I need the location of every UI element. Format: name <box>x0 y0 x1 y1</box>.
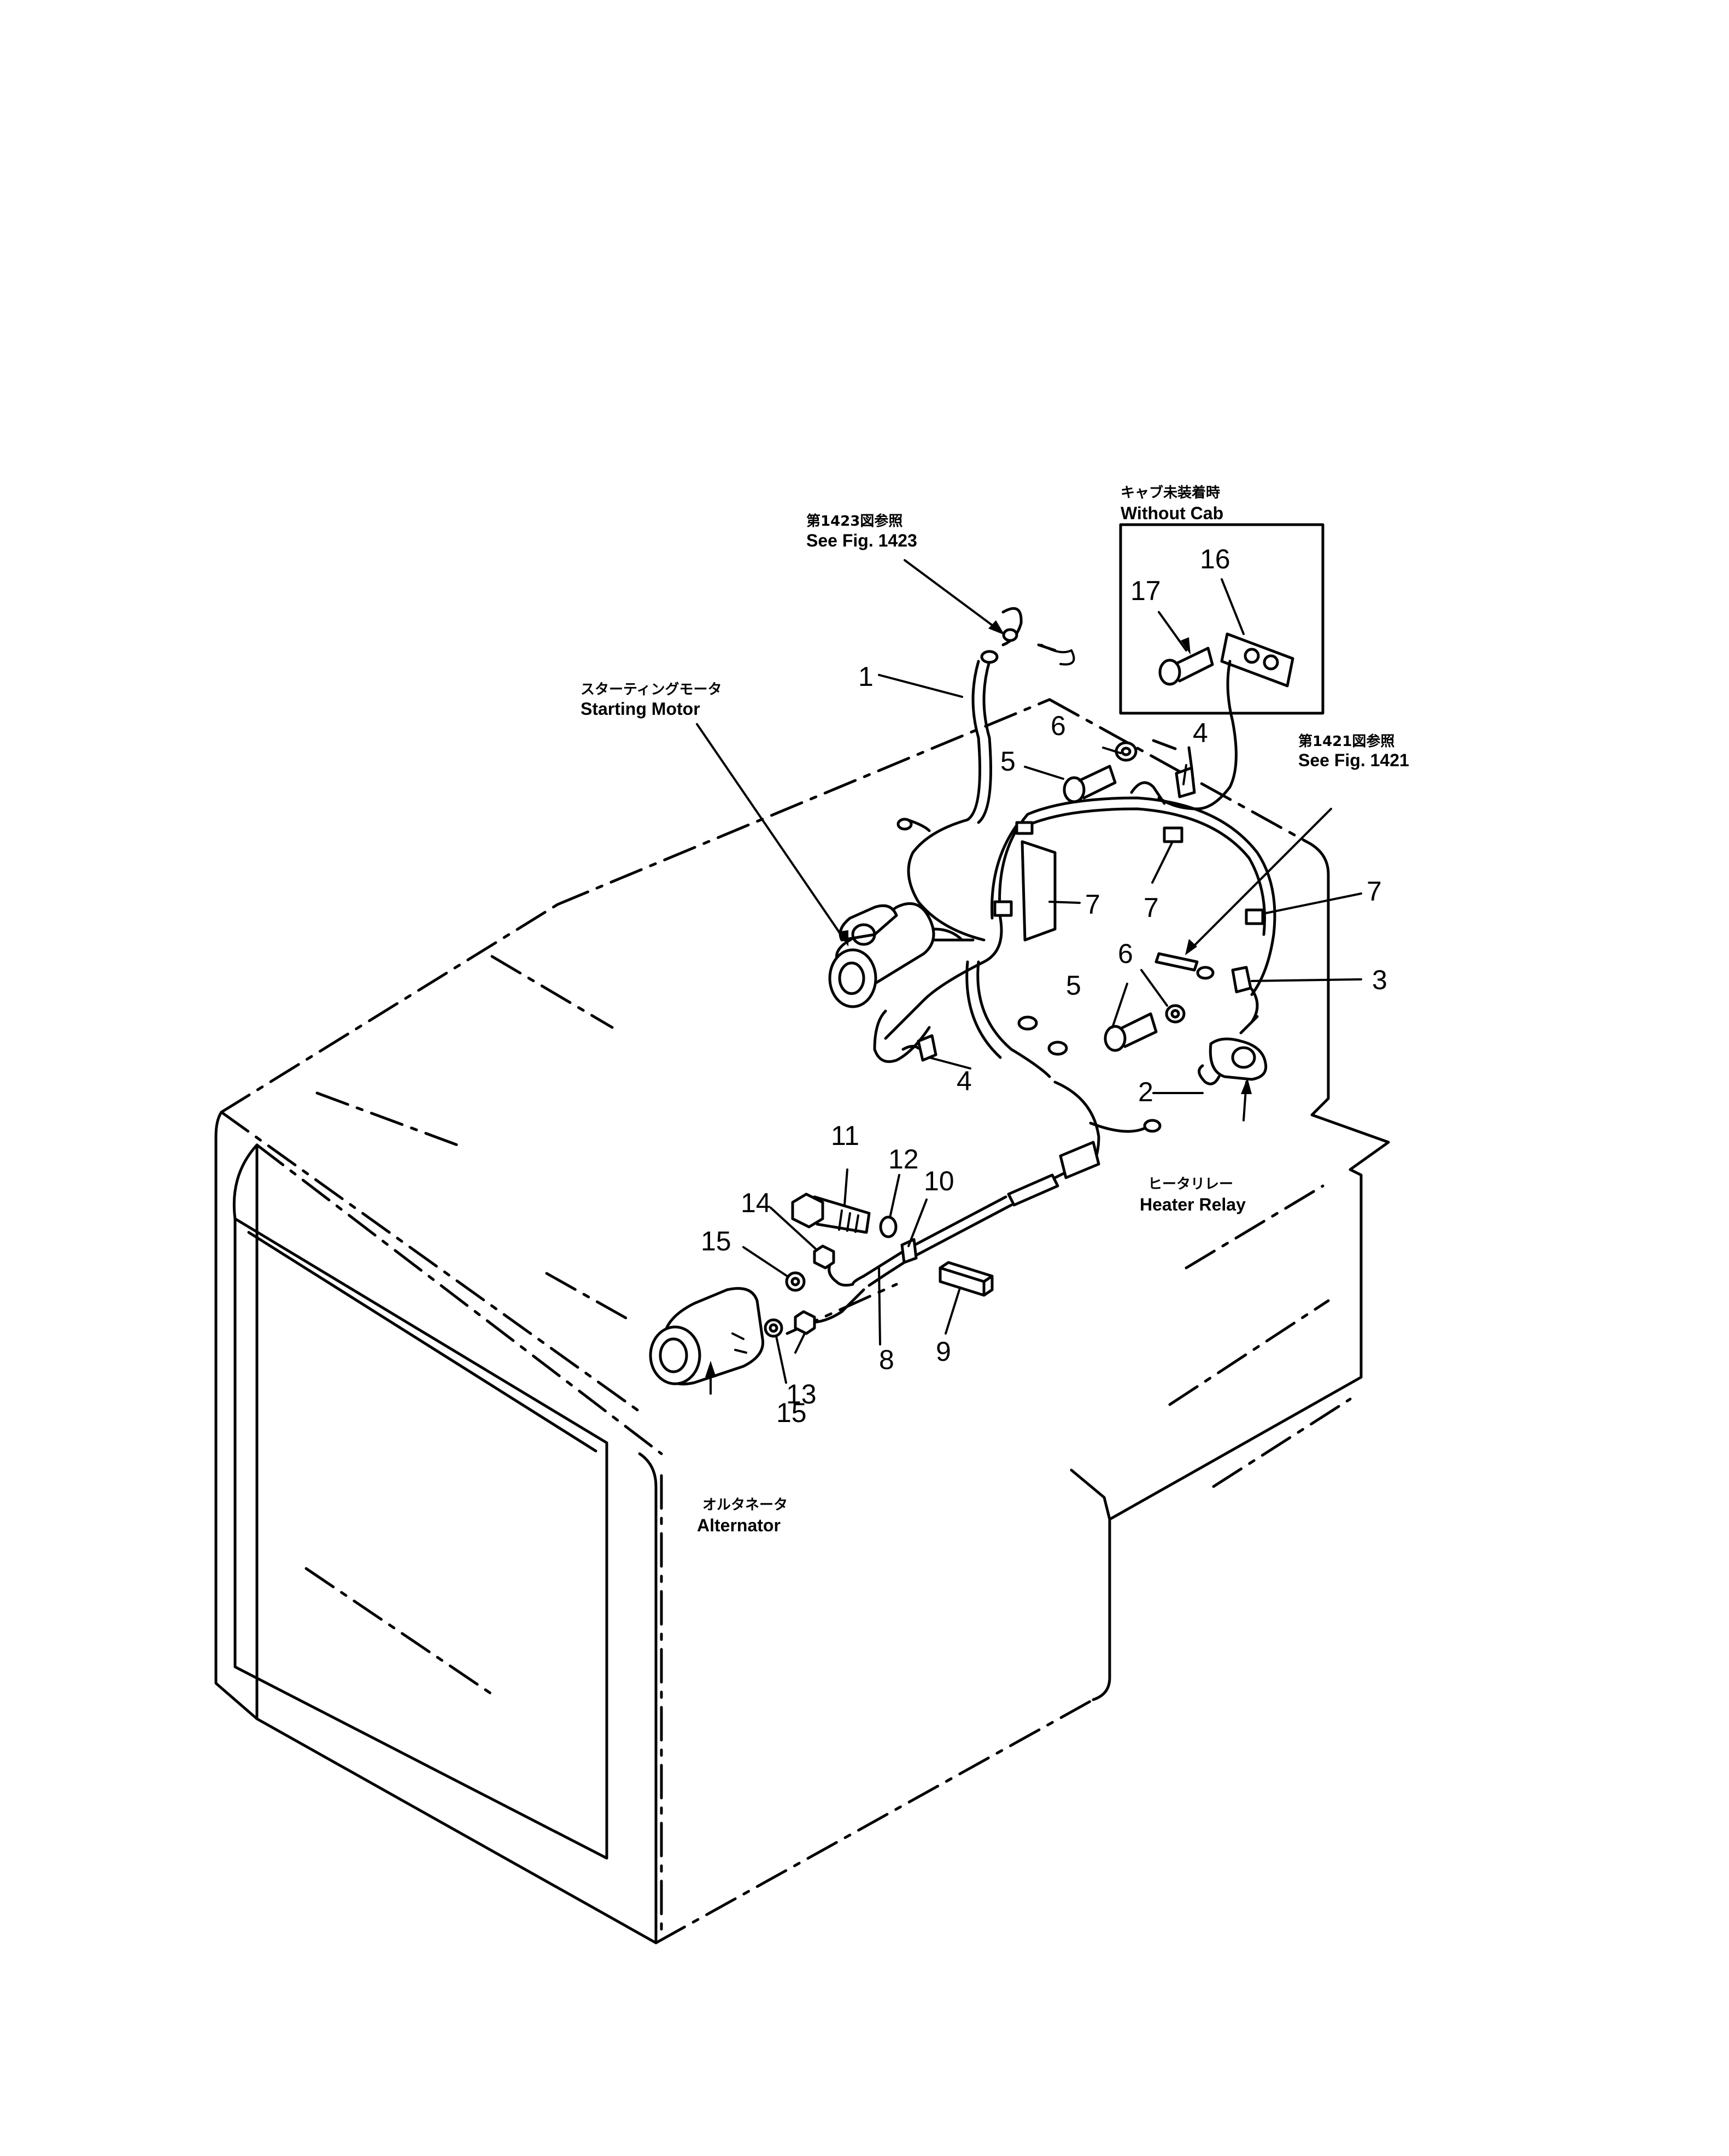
fig1421-jp-label: 第1421図参照 <box>1298 733 1394 750</box>
callout-6-upper: 6 <box>1051 710 1066 741</box>
callout-7-right: 7 <box>1367 876 1382 907</box>
fig1423-jp-label: 第1423図参照 <box>806 513 902 530</box>
without-cab-jp-label: キャブ未装着時 <box>1121 484 1220 501</box>
callout-14: 14 <box>741 1188 771 1218</box>
fig1421-label: See Fig. 1421 <box>1298 750 1409 770</box>
callout-12: 12 <box>888 1144 919 1174</box>
callout-17: 17 <box>1130 575 1161 606</box>
alternator-harness <box>807 1141 1100 1324</box>
callout-1: 1 <box>858 661 874 692</box>
callout-15-upper: 15 <box>701 1226 731 1256</box>
without-cab-label: Without Cab <box>1121 503 1223 523</box>
connector-4-lower-icon <box>901 1034 937 1062</box>
bolt-5-upper-icon <box>1063 765 1117 803</box>
callout-4-upper: 4 <box>1193 718 1208 748</box>
callout-10: 10 <box>924 1166 954 1196</box>
callout-2: 2 <box>1138 1077 1153 1107</box>
bolt-11-icon <box>791 1192 871 1234</box>
washer-6-upper-icon <box>1115 741 1138 762</box>
annotations: キャブ未装着時 Without Cab 第1423図参照 See Fig. 14… <box>581 484 1409 1535</box>
starting-motor-label: Starting Motor <box>581 699 700 719</box>
fig1423-label: See Fig. 1423 <box>806 531 917 550</box>
callout-8: 8 <box>879 1344 894 1375</box>
washer-15-lower-icon <box>764 1318 783 1338</box>
starting-motor-icon <box>828 902 975 1063</box>
engine-body-outline <box>214 698 1390 1944</box>
callout-6-lower: 6 <box>1118 938 1133 969</box>
wiring-harness <box>884 650 1276 1204</box>
nut-13-icon <box>794 1310 816 1335</box>
callout-9: 9 <box>936 1336 951 1367</box>
washer-6-lower-icon <box>1165 1004 1186 1024</box>
leader-lines <box>696 559 1362 1395</box>
callout-15-lower: 15 <box>776 1397 807 1428</box>
alternator-icon <box>649 1287 765 1385</box>
bolt-5-lower-icon <box>1104 1012 1158 1052</box>
callout-16: 16 <box>1200 544 1230 574</box>
heater-relay-icon <box>1198 1015 1268 1085</box>
heater-relay-label: Heater Relay <box>1140 1195 1246 1214</box>
callout-7-middle: 7 <box>1144 892 1159 923</box>
washer-12-icon <box>879 1215 898 1238</box>
switch-plate-16-icon <box>1220 632 1294 688</box>
bracket-3-icon <box>1231 966 1259 1024</box>
callout-numbers: 1 2 3 4 4 5 5 6 6 7 7 7 8 9 10 11 12 13 … <box>701 544 1387 1428</box>
nut-14-icon <box>813 1244 835 1270</box>
callout-5-lower: 5 <box>1066 970 1081 1001</box>
bolt-17-icon <box>1158 647 1214 686</box>
callout-7-left: 7 <box>1085 889 1100 920</box>
callout-3: 3 <box>1372 965 1387 995</box>
fig1423-harness-stub <box>1001 607 1075 666</box>
callout-13: 13 <box>786 1379 817 1409</box>
callout-4-lower: 4 <box>957 1066 972 1096</box>
washer-15-upper-icon <box>785 1271 806 1292</box>
fig1421-cable-end-icon <box>1154 952 1215 980</box>
starting-motor-jp-label: スターティングモータ <box>581 682 722 698</box>
sleeve-9-icon <box>939 1261 994 1297</box>
without-cab-inset <box>1119 523 1324 810</box>
callout-5-upper: 5 <box>1000 746 1016 777</box>
heater-relay-jp-label: ヒータリレー <box>1148 1176 1233 1192</box>
callout-11: 11 <box>831 1120 859 1151</box>
arrowheads <box>705 620 1252 1377</box>
alternator-jp-label: オルタネータ <box>702 1497 788 1513</box>
alternator-label: Alternator <box>697 1515 781 1535</box>
